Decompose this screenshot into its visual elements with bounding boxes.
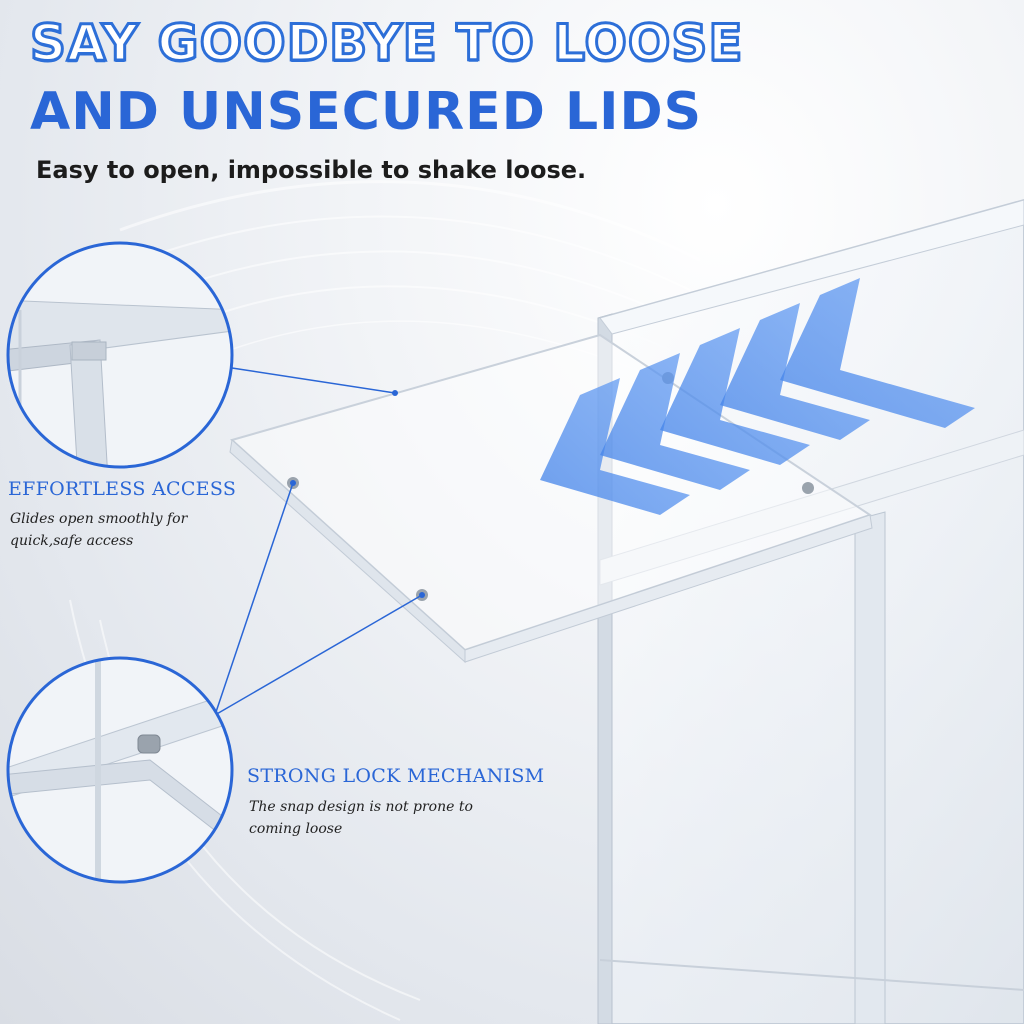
feature-description-strong-lock: The snap design is not prone to coming l…	[249, 799, 473, 837]
feature-description-effortless-access: Glides open smoothly for quick,safe acce…	[10, 511, 188, 549]
zoom-circle-icon	[6, 241, 234, 469]
chevron-left-icon	[540, 278, 975, 515]
headline-line-2: AND UNSECURED LIDS	[30, 82, 703, 142]
callout-dot	[290, 480, 296, 486]
callout-dot	[419, 592, 425, 598]
zoom-circle-icon	[6, 656, 234, 884]
feature-title-effortless-access: EFFORTLESS ACCESS	[8, 478, 237, 500]
headline-line-1: SAY GOODBYE TO LOOSE	[29, 14, 745, 72]
callout-lines	[214, 367, 423, 716]
callout-dot	[392, 390, 398, 396]
feature-title-strong-lock: STRONG LOCK MECHANISM	[247, 765, 545, 787]
subtitle: Easy to open, impossible to shake loose.	[36, 156, 587, 184]
